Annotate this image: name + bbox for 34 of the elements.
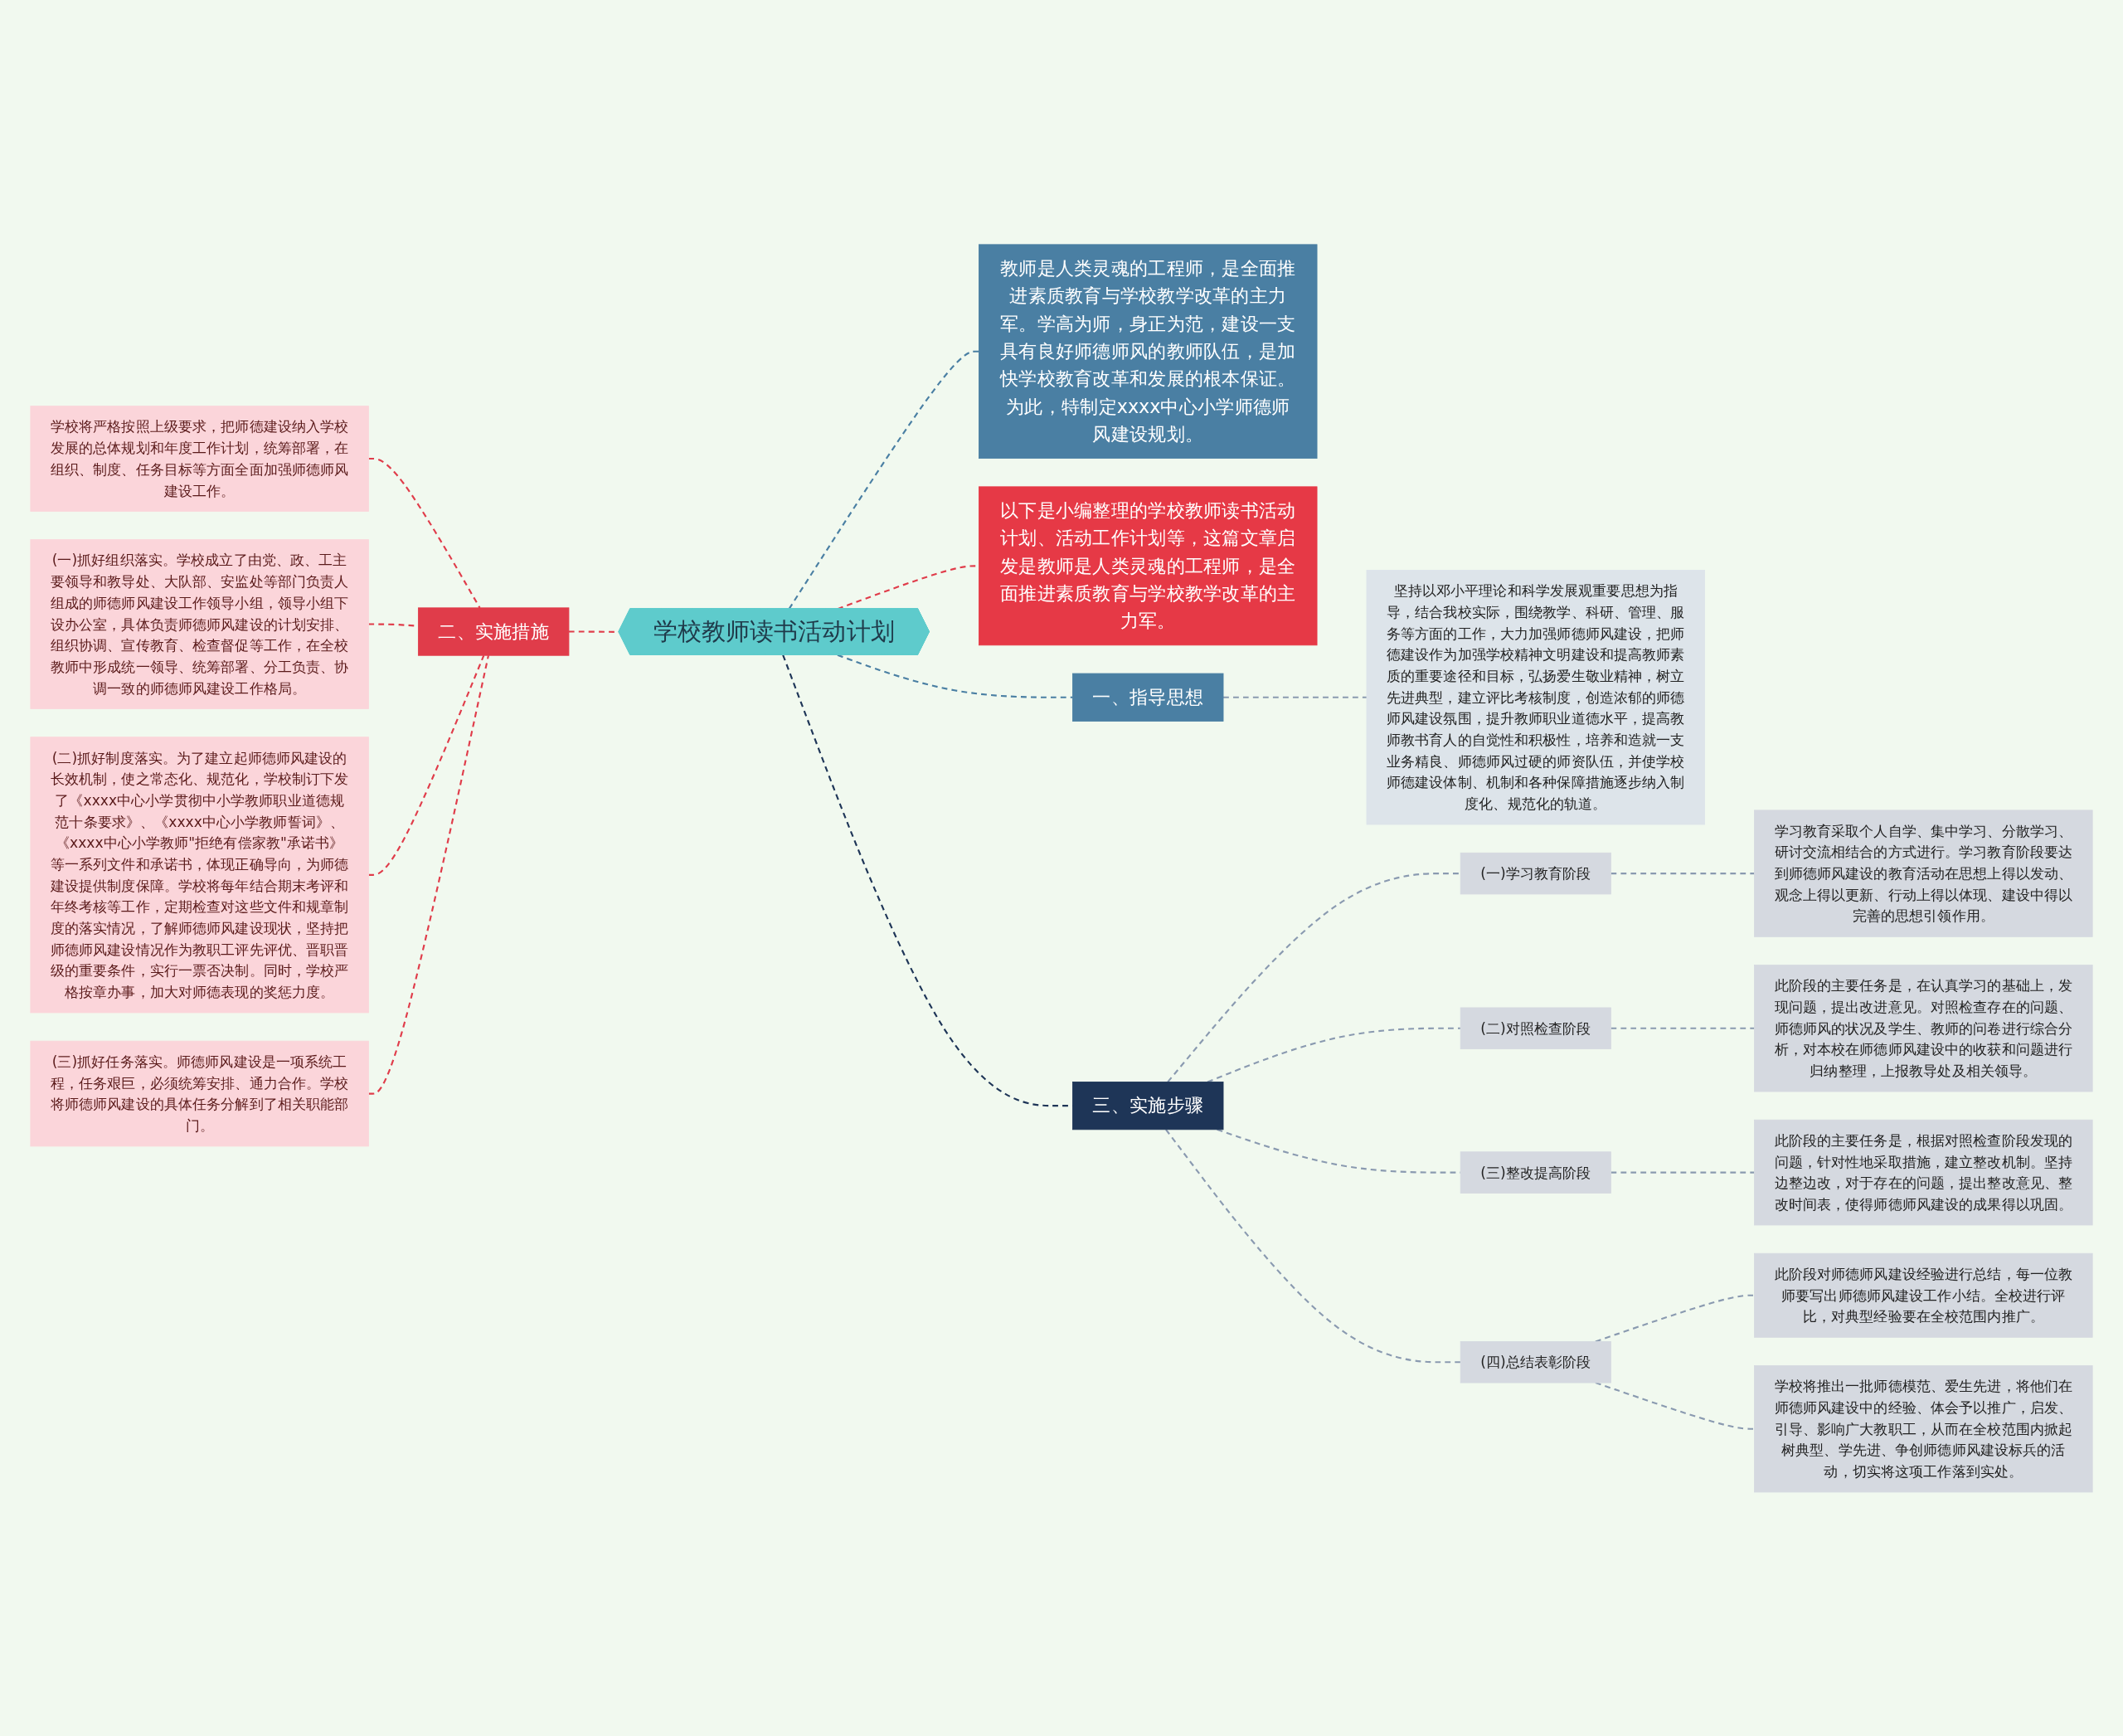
node-box — [1072, 1081, 1224, 1130]
connector — [1610, 1027, 1755, 1029]
node-box — [1754, 810, 2093, 937]
connector — [368, 654, 489, 1095]
connector — [1595, 1294, 1755, 1342]
connector — [368, 654, 485, 876]
connector — [1207, 1027, 1461, 1083]
node-box — [30, 538, 369, 709]
node-box — [1460, 1150, 1611, 1194]
node-box — [1366, 569, 1706, 825]
connector — [837, 654, 1073, 698]
connector — [1610, 1171, 1755, 1174]
node-box — [30, 736, 369, 1013]
node-box — [1072, 673, 1224, 722]
node-box — [979, 244, 1318, 459]
node-box — [979, 486, 1318, 645]
node-box — [417, 607, 570, 656]
connector — [1595, 1381, 1755, 1430]
node-box — [1754, 1252, 2093, 1338]
connector — [788, 350, 979, 610]
node-box — [30, 1040, 369, 1146]
node-box — [1460, 1007, 1611, 1049]
node-box — [30, 405, 369, 512]
node-box — [1754, 1119, 2093, 1225]
node-box — [1754, 964, 2093, 1092]
connector — [782, 654, 1073, 1106]
connector — [1223, 696, 1367, 698]
node-box — [1754, 1364, 2093, 1492]
connector — [1610, 872, 1755, 874]
connector — [1167, 872, 1461, 1082]
connector — [1165, 1128, 1461, 1363]
connector — [368, 457, 481, 608]
node-box — [1460, 852, 1611, 894]
node-box — [1460, 1340, 1611, 1383]
